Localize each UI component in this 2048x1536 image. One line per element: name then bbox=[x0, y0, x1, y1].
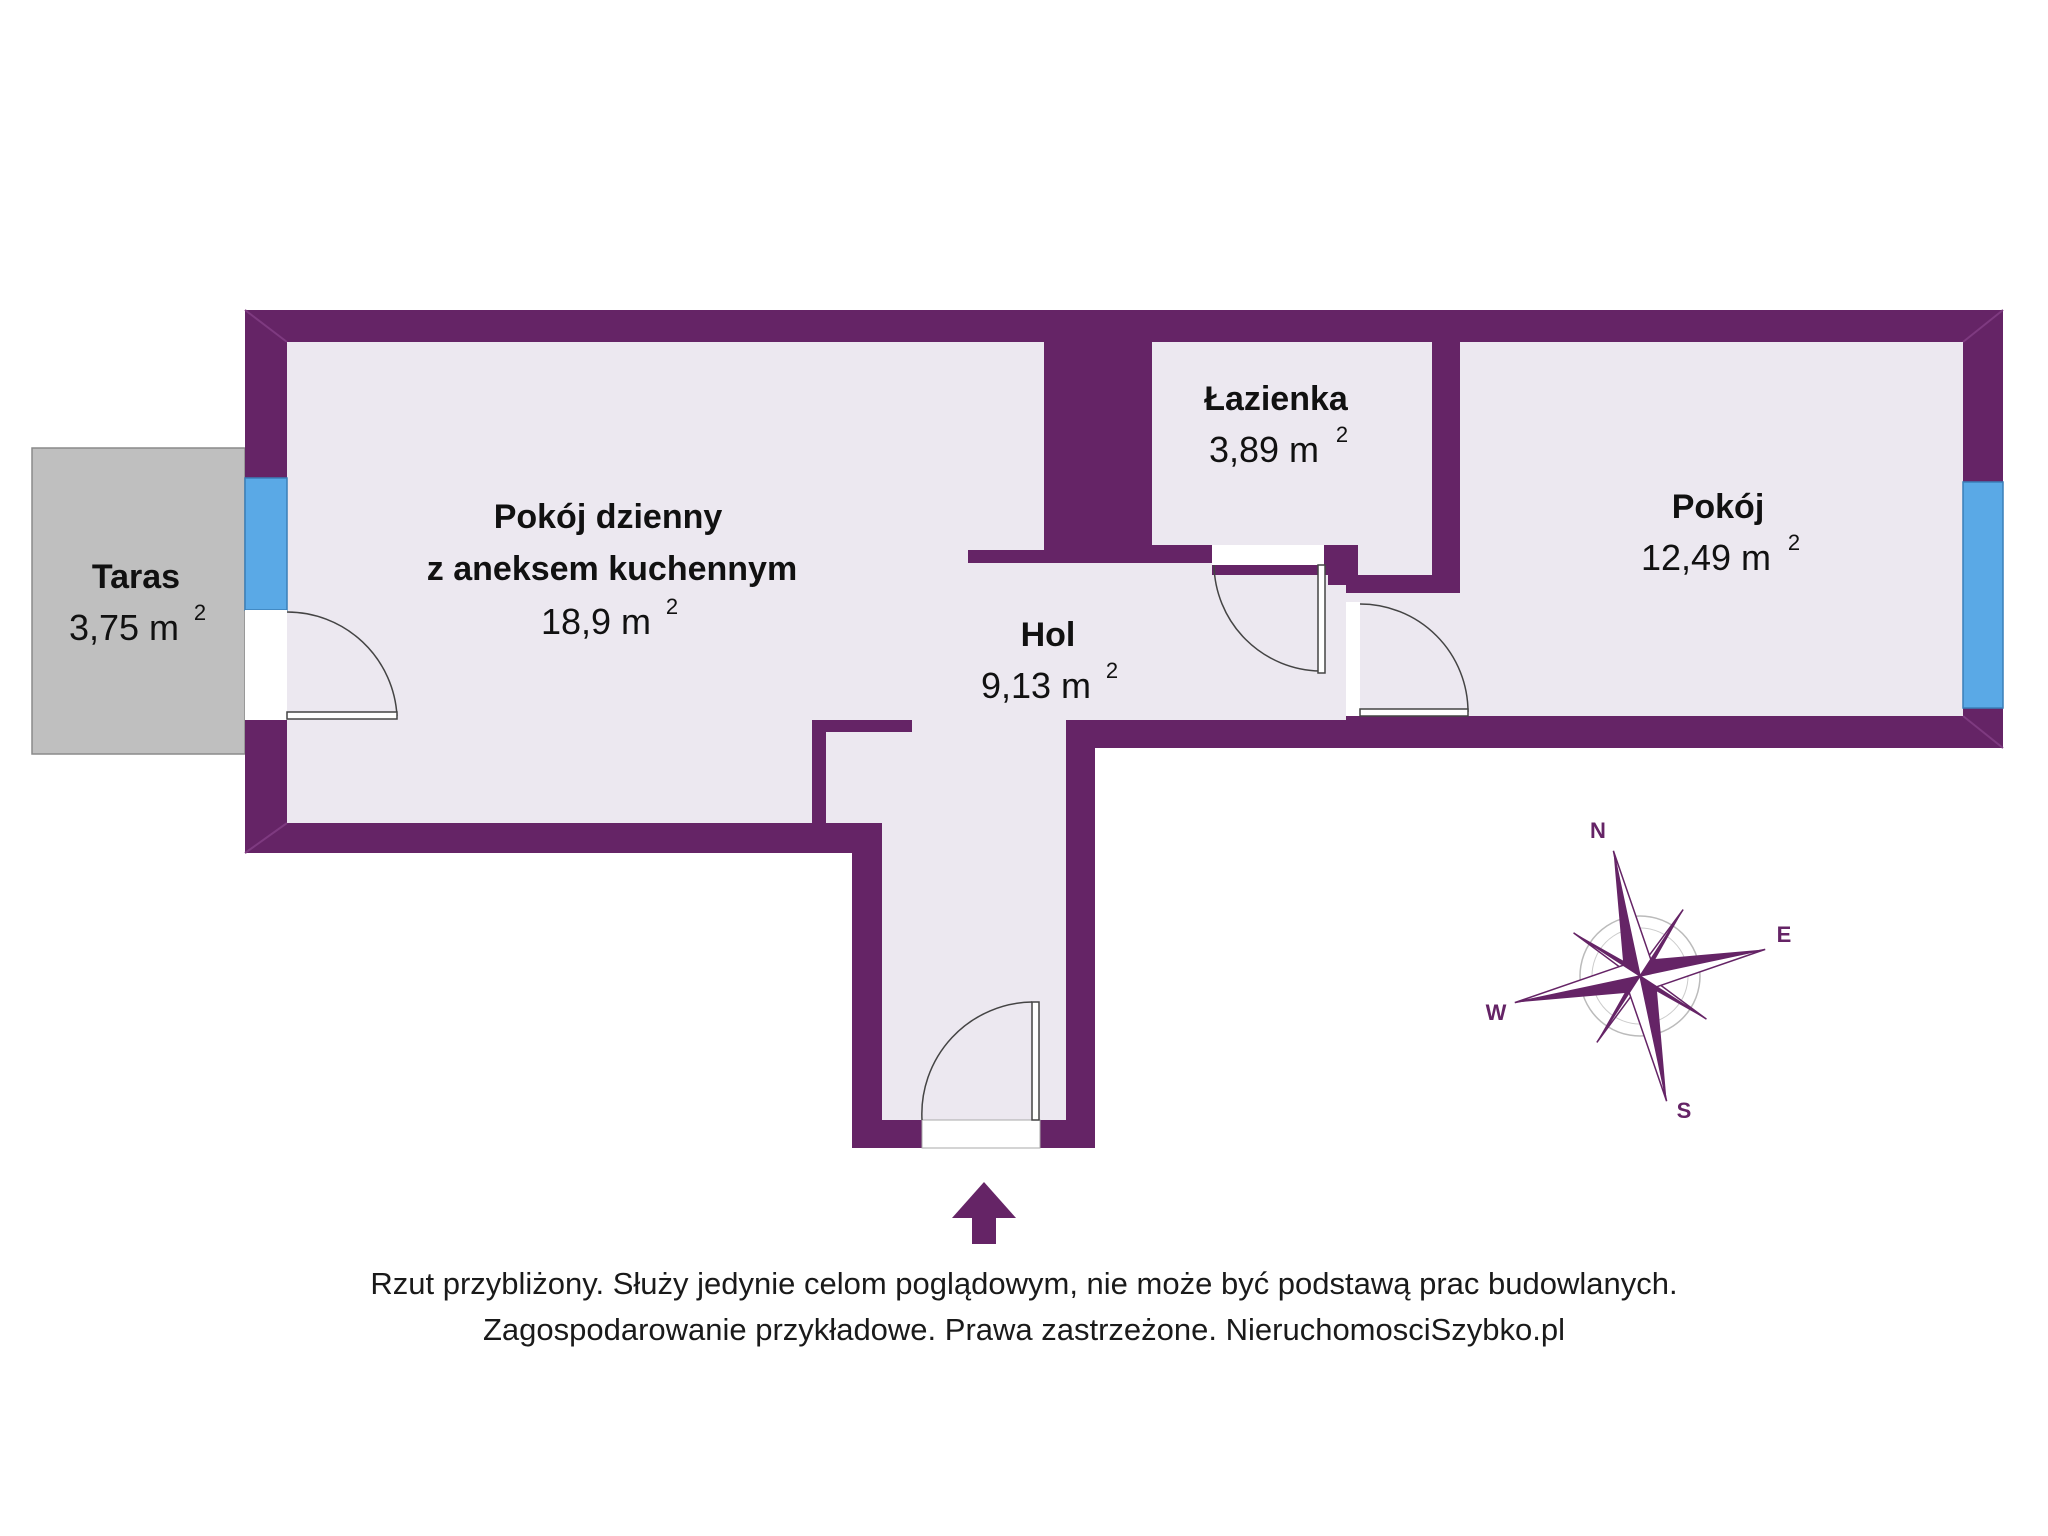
door-leaf-bathroom bbox=[1317, 564, 1326, 674]
room-door-opening bbox=[1346, 602, 1360, 716]
terrace-name: Taras bbox=[92, 558, 180, 596]
door-leaf-terrace bbox=[286, 711, 398, 720]
entrance-door-opening bbox=[921, 1119, 1041, 1149]
room-floor bbox=[1346, 342, 1963, 716]
hall-area-label: 9,13 m bbox=[981, 665, 1091, 706]
compass-west: W bbox=[1486, 1000, 1507, 1025]
bathroom-door-opening bbox=[1212, 545, 1324, 565]
living-room-floor bbox=[287, 342, 1044, 823]
compass-south: S bbox=[1677, 1098, 1692, 1123]
door-leaf-room bbox=[1359, 708, 1469, 717]
living-room-area-label: 18,9 m bbox=[541, 601, 651, 642]
hall-floor bbox=[824, 563, 1346, 1120]
wall-segment bbox=[812, 720, 912, 732]
hall-area-exponent: 2 bbox=[1106, 658, 1118, 683]
wall-segment bbox=[1346, 716, 1963, 748]
compass-east: E bbox=[1777, 922, 1792, 947]
bathroom-area-label: 3,89 m bbox=[1209, 429, 1319, 470]
bathroom-area-exponent: 2 bbox=[1336, 422, 1348, 447]
wall-segment bbox=[812, 720, 826, 823]
terrace-area-label: 3,75 m bbox=[69, 607, 179, 648]
wall-segment bbox=[1114, 450, 1152, 545]
window-right bbox=[1962, 481, 2004, 709]
door-swing-entrance bbox=[921, 1001, 1033, 1121]
terrace-area bbox=[31, 447, 246, 755]
disclaimer-line2: Zagospodarowanie przykładowe. Prawa zast… bbox=[482, 1312, 1566, 1347]
room-area-exponent: 2 bbox=[1788, 530, 1800, 555]
door-leaf-entrance bbox=[1031, 1001, 1040, 1121]
bathroom-floor bbox=[1114, 342, 1432, 575]
terrace-area-exponent: 2 bbox=[194, 600, 206, 625]
terrace-door-opening bbox=[245, 610, 287, 720]
living-room-area-exponent: 2 bbox=[666, 594, 678, 619]
compass-north: N bbox=[1590, 818, 1606, 843]
up-arrow-icon bbox=[952, 1182, 1016, 1244]
wall-corner-bevel bbox=[244, 309, 2004, 854]
room-area-label: 12,49 m bbox=[1641, 537, 1771, 578]
wall-segment bbox=[1432, 342, 1460, 593]
wall-segment bbox=[1066, 720, 1095, 1148]
wall-segment bbox=[968, 550, 1212, 563]
wall-segment bbox=[1346, 575, 1460, 593]
bathroom-name: Łazienka bbox=[1204, 380, 1349, 418]
door-swing-room bbox=[1359, 603, 1469, 713]
disclaimer-line1: Rzut przybliżony. Służy jedynie celom po… bbox=[370, 1266, 1678, 1301]
door-swing-bathroom bbox=[1213, 564, 1321, 672]
compass-rose-icon bbox=[1514, 850, 1766, 1102]
living-room-name-line1: Pokój dzienny bbox=[494, 498, 723, 536]
door-swing-terrace bbox=[286, 611, 398, 717]
window-left bbox=[244, 477, 288, 611]
hall-name: Hol bbox=[1021, 616, 1076, 654]
living-room-name-line2: z aneksem kuchennym bbox=[427, 550, 797, 588]
room-name: Pokój bbox=[1672, 488, 1765, 526]
wall-segment bbox=[852, 823, 882, 1148]
